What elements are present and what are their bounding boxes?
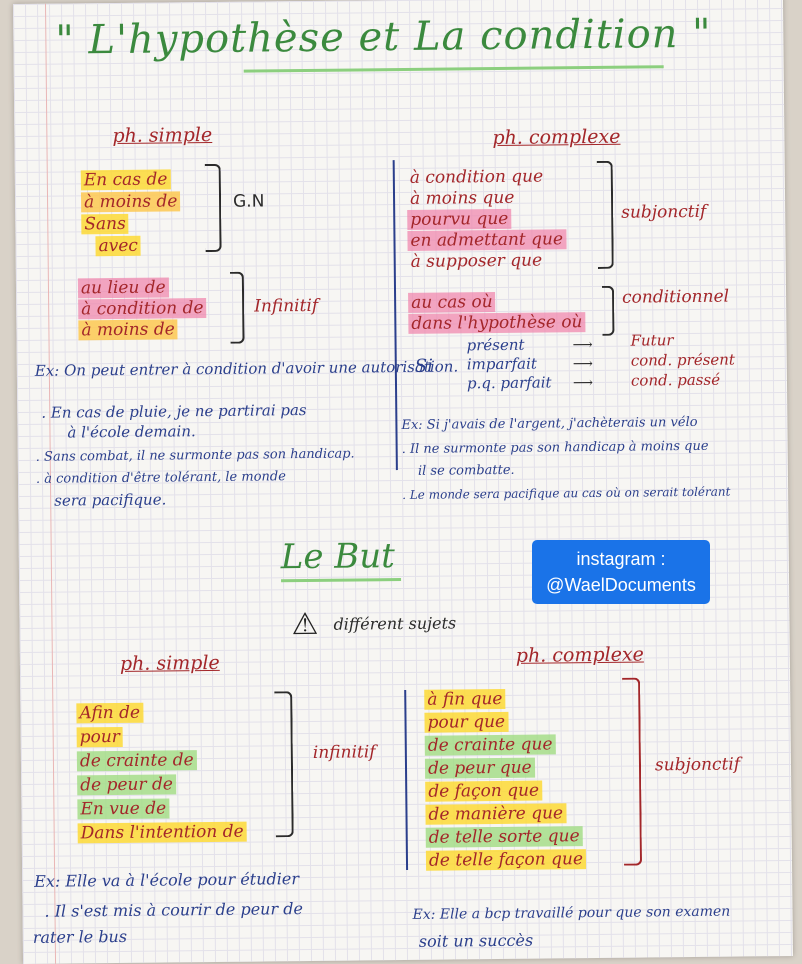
watermark-line1: instagram :	[576, 549, 666, 569]
cond-label: conditionnel	[621, 286, 730, 308]
example-line: Ex: Si j'avais de l'argent, j'achèterais…	[401, 414, 698, 434]
tense-item: présent	[466, 335, 525, 355]
brace	[596, 160, 614, 269]
but-complexe-heading: ph. complexe	[515, 643, 644, 667]
tense-item: imparfait	[466, 354, 537, 374]
cond-item: au cas où	[408, 292, 496, 313]
result-item: Futur	[630, 331, 674, 350]
page-title: " L'hypothèse et La condition "	[55, 10, 712, 64]
brace	[229, 271, 245, 344]
but-simple-item: pour	[76, 726, 123, 748]
hyp-complexe-heading: ph. complexe	[492, 125, 621, 150]
notebook-page: " L'hypothèse et La condition " ph. simp…	[12, 0, 794, 964]
but-complexe-item: de peur que	[424, 757, 535, 779]
inf-item: à condition de	[78, 298, 207, 320]
but-underline	[281, 578, 402, 583]
but-complexe-item: à fin que	[424, 688, 506, 710]
brace	[274, 691, 294, 838]
but-complexe-item: pour que	[424, 711, 509, 733]
example-line: Ex: Elle va à l'école pour étudier	[34, 869, 300, 891]
but-complexe-item: de façon que	[425, 780, 543, 802]
but-simple-label: infinitif	[312, 742, 376, 763]
warning-text: différent sujets	[333, 613, 457, 634]
hyp-simple-heading: ph. simple	[112, 123, 213, 148]
brace	[622, 677, 643, 866]
example-line: rater le bus	[32, 926, 128, 947]
warning-icon: ⚠	[291, 606, 319, 643]
but-simple-item: Dans l'intention de	[77, 821, 247, 844]
brace	[601, 285, 615, 336]
subj-item: à supposer que	[410, 250, 543, 272]
gn-item: Sans	[81, 213, 129, 235]
inf-item: au lieu de	[77, 277, 169, 299]
but-simple-heading: ph. simple	[119, 651, 220, 675]
but-complexe-item: de telle sorte que	[425, 826, 583, 848]
but-simple-item: de crainte de	[76, 750, 197, 772]
inf-item: à moins de	[78, 319, 178, 341]
title-underline	[243, 65, 664, 73]
but-complexe-item: de manière que	[425, 803, 567, 825]
divider-line	[404, 689, 409, 870]
instagram-watermark: instagram : @WaelDocuments	[532, 540, 710, 604]
gn-item: avec	[95, 235, 141, 257]
example-line: . Sans combat, il ne surmonte pas son ha…	[35, 446, 355, 465]
example-line: . Il s'est mis à courir de peur de	[44, 899, 303, 921]
example-line: . En cas de pluie, je ne partirai pas	[41, 401, 307, 422]
but-simple-item: de peur de	[77, 774, 176, 796]
subj-label: subjonctif	[621, 201, 707, 223]
subj-item: à moins que	[409, 187, 515, 209]
divider-line	[392, 160, 398, 471]
example-line: . Il ne surmonte pas son handicap à moin…	[401, 438, 709, 458]
gn-item: à moins de	[80, 191, 181, 213]
arrow-icon: ⟶	[572, 356, 593, 373]
but-title: Le But	[280, 536, 396, 578]
brace	[204, 163, 222, 253]
example-line: il se combatte.	[417, 462, 515, 479]
tense-item: p.q. parfait	[466, 373, 552, 393]
example-line: Ex: Elle a bcp travaillé pour que son ex…	[412, 903, 731, 923]
subj-item: en admettant que	[407, 229, 567, 251]
but-complexe-item: de crainte que	[424, 734, 556, 756]
but-simple-item: Afin de	[76, 702, 144, 724]
result-item: cond. présent	[630, 350, 736, 370]
arrow-icon: ⟶	[572, 375, 594, 392]
gn-item: En cas de	[80, 169, 171, 191]
example-line: . à condition d'être tolérant, le monde	[35, 469, 286, 487]
but-simple-item: En vue de	[77, 798, 170, 820]
example-line: à l'école demain.	[67, 422, 196, 442]
watermark-line2: @WaelDocuments	[546, 575, 696, 595]
example-line: sera pacifique.	[54, 490, 167, 510]
cond-item: dans l'hypothèse où	[408, 312, 586, 334]
arrow-icon: ⟶	[572, 337, 593, 354]
result-item: cond. passé	[630, 370, 721, 390]
example-line: soit un succès	[418, 930, 534, 951]
subj-item: à condition que	[409, 166, 544, 188]
but-complexe-label: subjonctif	[654, 754, 741, 776]
inf-label: Infinitif	[254, 295, 319, 317]
example-line: . Le monde sera pacifique au cas où on s…	[402, 484, 731, 503]
subj-item: pourvu que	[407, 208, 512, 230]
but-complexe-item: de telle façon que	[425, 849, 587, 871]
gn-label: G.N	[232, 191, 265, 212]
